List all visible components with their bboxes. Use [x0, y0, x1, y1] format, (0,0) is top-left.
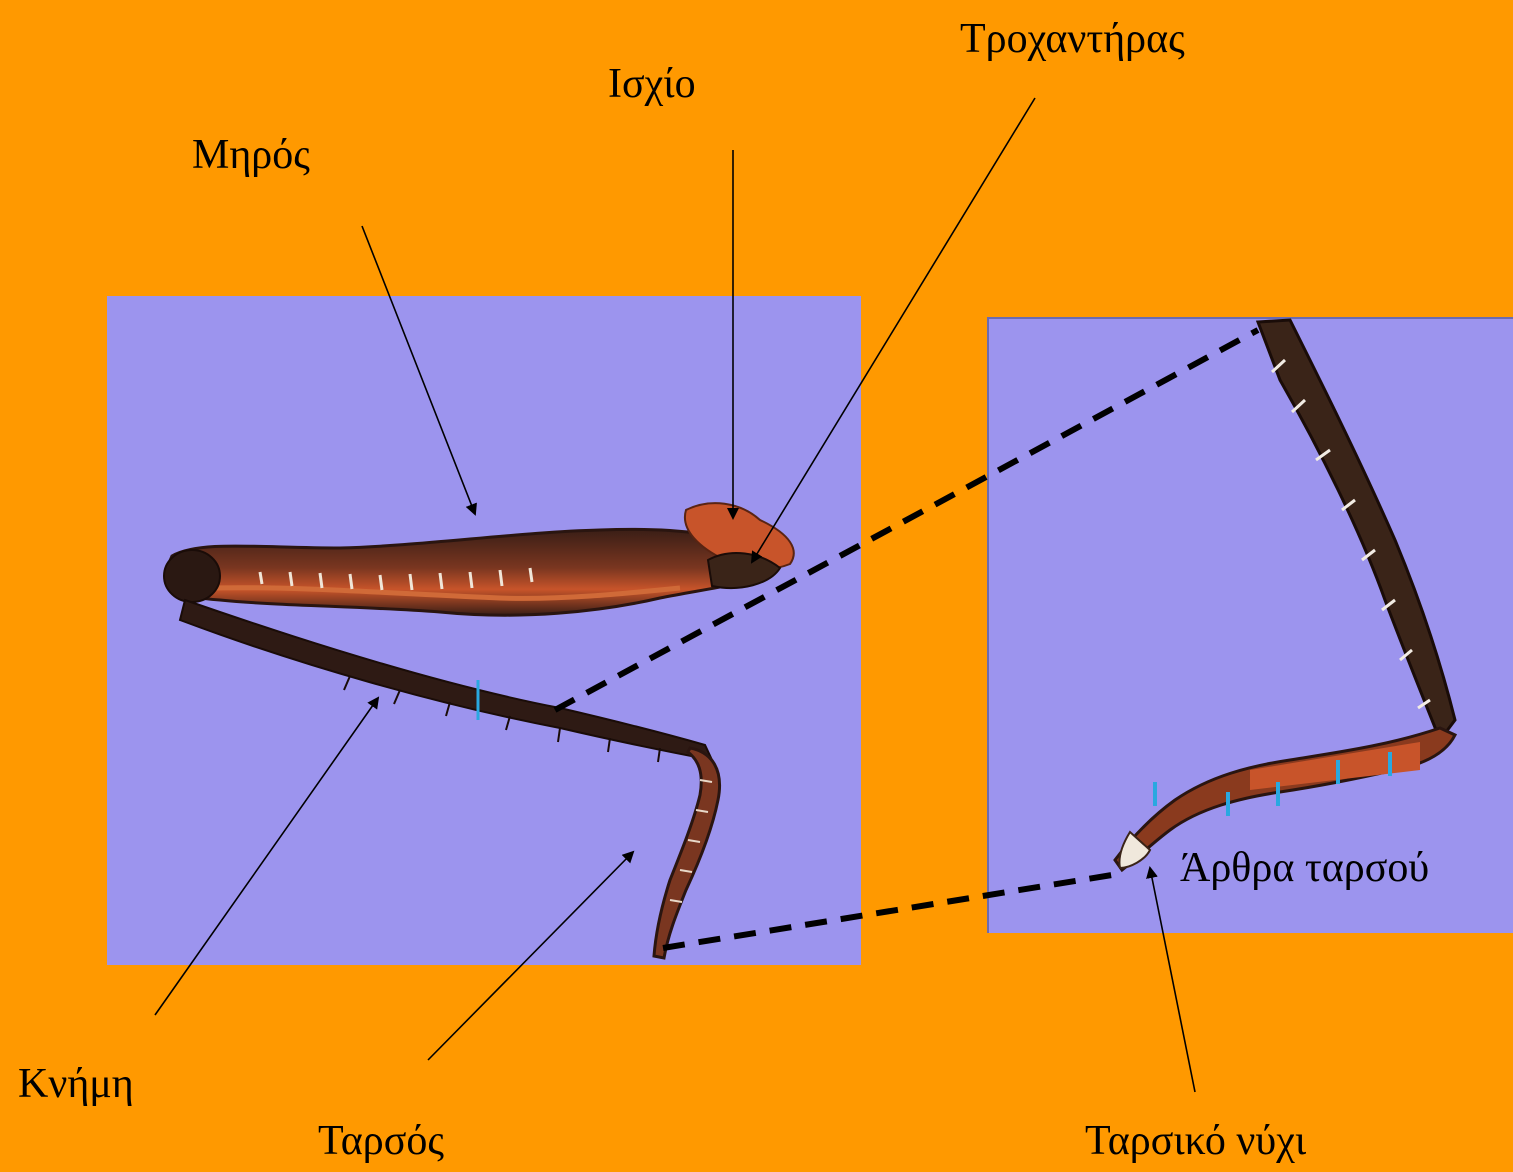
coxa-label: Ισχίο: [608, 63, 696, 105]
tarsal-claw-label: Ταρσικό νύχι: [1085, 1120, 1306, 1162]
tarsal-claw-arrow: [1150, 868, 1195, 1092]
tarsus-label: Ταρσός: [318, 1120, 444, 1162]
inset-tibia-segment: [1258, 320, 1455, 740]
tibia-arrow: [155, 698, 378, 1015]
trochanter-arrow: [752, 98, 1035, 562]
trochanter-label: Τροχαντήρας: [960, 18, 1185, 60]
tarsus-arrow: [428, 852, 633, 1060]
femur-segment: [164, 529, 775, 615]
femur-label: Μηρός: [192, 134, 310, 176]
zoom-connector-lines: [555, 330, 1258, 948]
tarsus-segment: [654, 748, 720, 958]
tibia-segment: [180, 600, 712, 762]
tarsal-segments-label: Άρθρα ταρσού: [1180, 847, 1429, 889]
femur-arrow: [362, 226, 475, 514]
tibia-label: Κνήμη: [18, 1063, 134, 1105]
